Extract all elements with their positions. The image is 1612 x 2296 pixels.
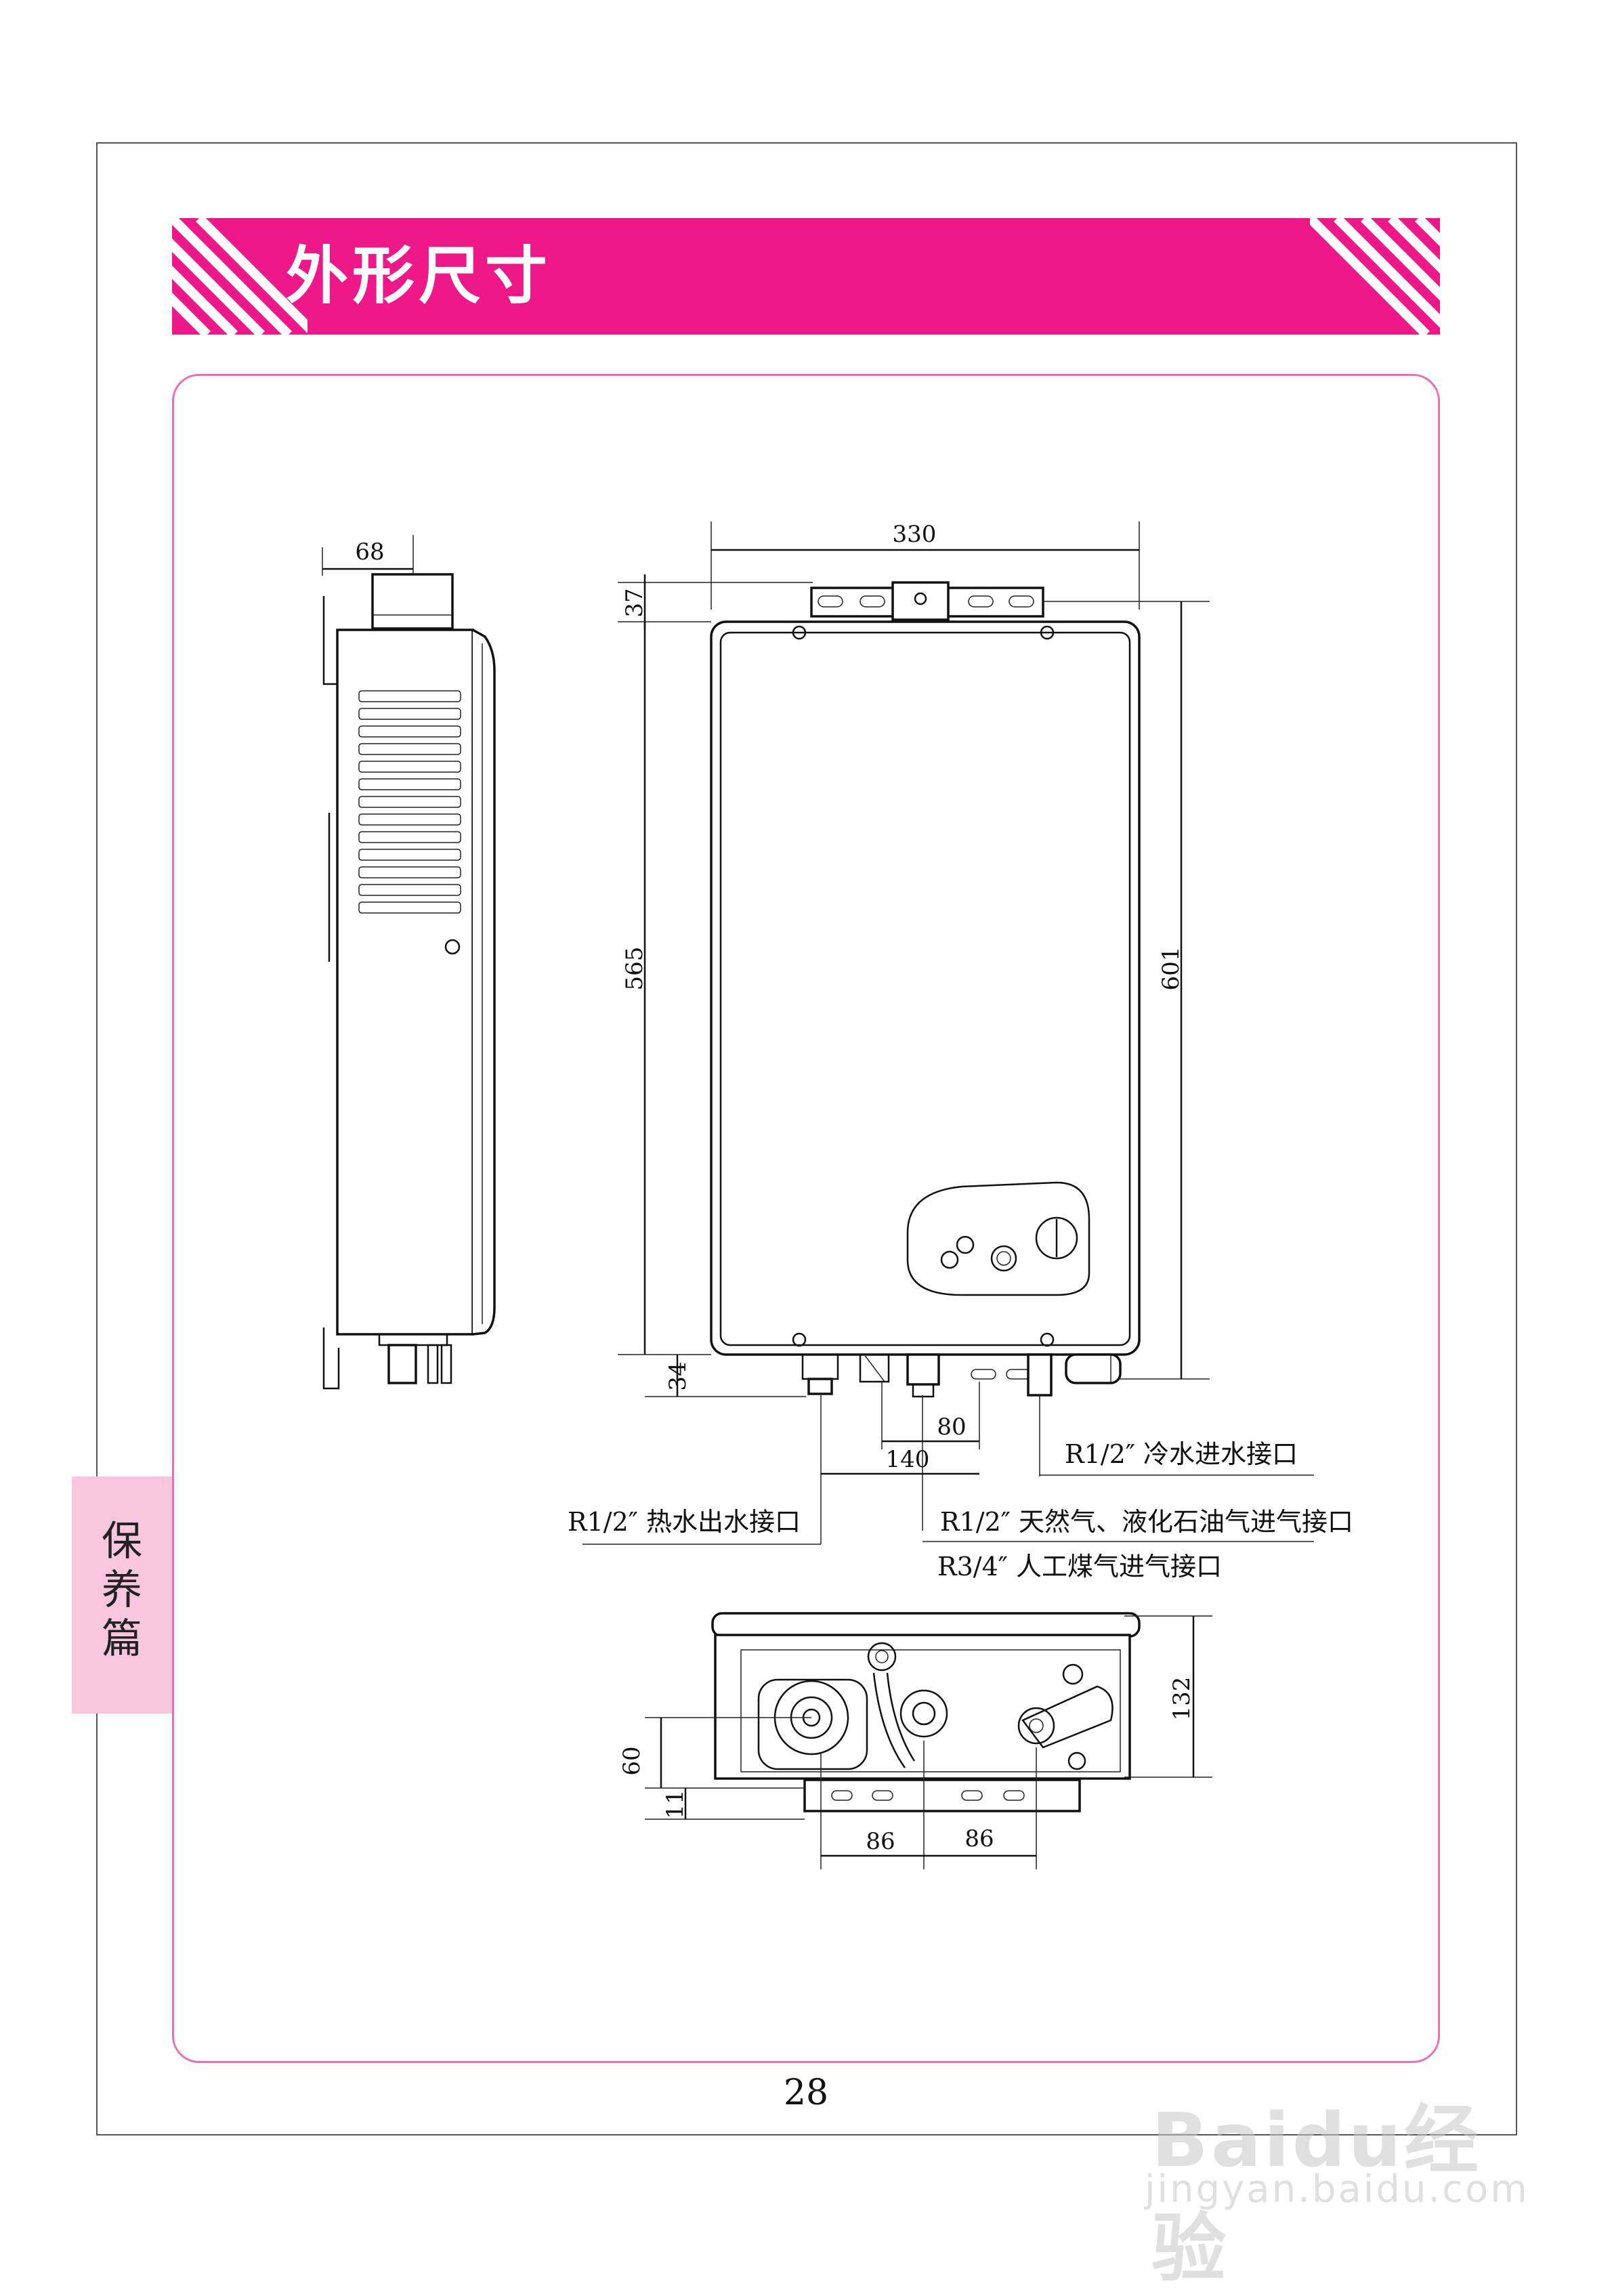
dim-body-height: 565 bbox=[621, 947, 648, 991]
section-banner: 外形尺寸 bbox=[172, 218, 1440, 335]
side-body bbox=[336, 629, 474, 1336]
dim-bottom-60: 60 bbox=[618, 1746, 645, 1775]
section-tab-label: 保 养 篇 bbox=[102, 1518, 142, 1663]
watermark-brand: Baidu经验 bbox=[1151, 2097, 1481, 2292]
dim-front-width: 330 bbox=[893, 521, 937, 548]
cold-water-fitting bbox=[1021, 1685, 1113, 1749]
label-gas-natural: R1/2″ 天然气、液化石油气进气接口 bbox=[940, 1507, 1353, 1537]
gas-fitting bbox=[899, 1689, 948, 1738]
watermark-url: jingyan.baidu.com bbox=[1145, 2167, 1529, 2211]
side-view: 68 bbox=[322, 535, 496, 1390]
dim-bottom-offset: 34 bbox=[664, 1361, 692, 1390]
front-view: 330 37 565 34 601 80 140 R1/2″ 冷水进水接口 R1… bbox=[568, 521, 1353, 1581]
side-louvres bbox=[358, 690, 461, 914]
dim-pipe-spacing-a: 80 bbox=[937, 1413, 966, 1441]
dim-bottom-span-right: 86 bbox=[964, 1825, 994, 1852]
dim-top-offset: 37 bbox=[621, 588, 648, 617]
banner-stripes bbox=[172, 218, 1440, 335]
side-flue bbox=[371, 573, 454, 630]
label-cold-water: R1/2″ 冷水进水接口 bbox=[1065, 1439, 1298, 1469]
watermark: Baidu经验 jingyan.baidu.com bbox=[1138, 2072, 1544, 2292]
label-gas-artificial: R3/4″ 人工煤气进气接口 bbox=[937, 1552, 1222, 1581]
dim-total-height: 601 bbox=[1158, 947, 1185, 991]
dim-side-depth: 68 bbox=[355, 538, 384, 566]
control-panel bbox=[906, 1181, 1090, 1296]
dim-bottom-depth: 132 bbox=[1168, 1677, 1195, 1721]
dim-pipe-spacing-b: 140 bbox=[886, 1446, 930, 1473]
dim-bottom-span-left: 86 bbox=[866, 1828, 895, 1855]
section-tab: 保 养 篇 bbox=[72, 1476, 172, 1714]
panel-dial bbox=[1035, 1216, 1078, 1260]
page-title: 外形尺寸 bbox=[286, 240, 552, 312]
content-frame bbox=[172, 374, 1440, 2063]
bottom-body bbox=[714, 1634, 1131, 1780]
page-number: 28 bbox=[783, 2072, 829, 2113]
label-hot-water: R1/2″ 热水出水接口 bbox=[568, 1507, 801, 1537]
page-frame bbox=[96, 142, 1517, 2135]
panel-knob-small bbox=[956, 1235, 975, 1254]
bottom-view: 132 60 11 86 86 bbox=[618, 1612, 1212, 1869]
dim-bottom-11: 11 bbox=[662, 1789, 689, 1819]
